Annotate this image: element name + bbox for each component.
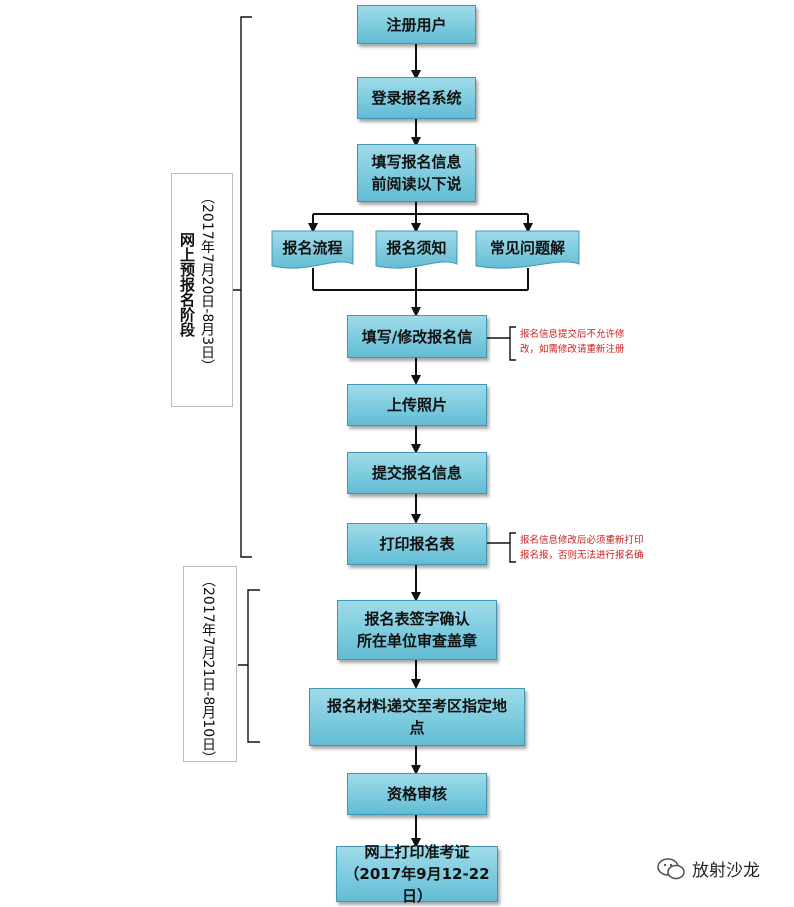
- online-stage-name: 网上预报名阶段: [178, 232, 196, 337]
- doc-notice: 报名须知: [375, 230, 458, 272]
- step-print-admission: 网上打印准考证 （2017年9月12-22日）: [336, 843, 498, 905]
- doc-faq: 常见问题解: [475, 230, 580, 272]
- confirm-stage-dates: （2017年7月21日-8月10日）: [200, 573, 216, 766]
- step-login-system: 登录报名系统: [357, 77, 476, 119]
- step-read-before-fill: 填写报名信息 前阅读以下说: [357, 144, 476, 202]
- confirm-stage-label-box: [183, 566, 237, 762]
- document-shape-icon: [271, 230, 354, 269]
- watermark-text: 放射沙龙: [692, 861, 760, 881]
- step-print-form: 打印报名表: [347, 523, 487, 565]
- step-register-user: 注册用户: [357, 5, 476, 44]
- doc-process-label: 报名流程: [282, 238, 343, 257]
- note-no-modify-after-submit: 报名信息提交后不允许修 改，如需修改请重新注册: [520, 329, 625, 355]
- step-fill-modify-info: 填写/修改报名信: [347, 315, 487, 358]
- document-shape-icon: [375, 230, 458, 269]
- doc-process: 报名流程: [271, 230, 354, 272]
- wechat-icon: [657, 857, 685, 879]
- step-sign-confirm: 报名表签字确认 所在单位审查盖章: [337, 600, 497, 660]
- note-pointer-2: [486, 532, 516, 544]
- note-pointer-2b: [509, 543, 516, 563]
- note-pointer-1b: [509, 338, 516, 361]
- step-deliver-materials: 报名材料递交至考区指定地 点: [309, 688, 525, 746]
- watermark: 放射沙龙: [656, 856, 760, 881]
- step-submit-info: 提交报名信息: [347, 452, 487, 494]
- online-stage-dates: （2017年7月20日-8月3日）: [199, 190, 215, 374]
- online-stage-bracket: [232, 16, 252, 558]
- note-pointer-1: [486, 326, 516, 339]
- confirm-stage-bracket: [238, 589, 260, 743]
- doc-notice-label: 报名须知: [386, 238, 447, 257]
- note-reprint-after-modify: 报名信息修改后必须重新打印 报名报，否则无法进行报名确: [520, 535, 644, 561]
- step-qualification-review: 资格审核: [347, 773, 487, 815]
- document-shape-icon: [475, 230, 580, 269]
- step-upload-photo: 上传照片: [347, 384, 487, 426]
- doc-faq-label: 常见问题解: [489, 238, 565, 257]
- online-stage-label-box: [171, 173, 233, 407]
